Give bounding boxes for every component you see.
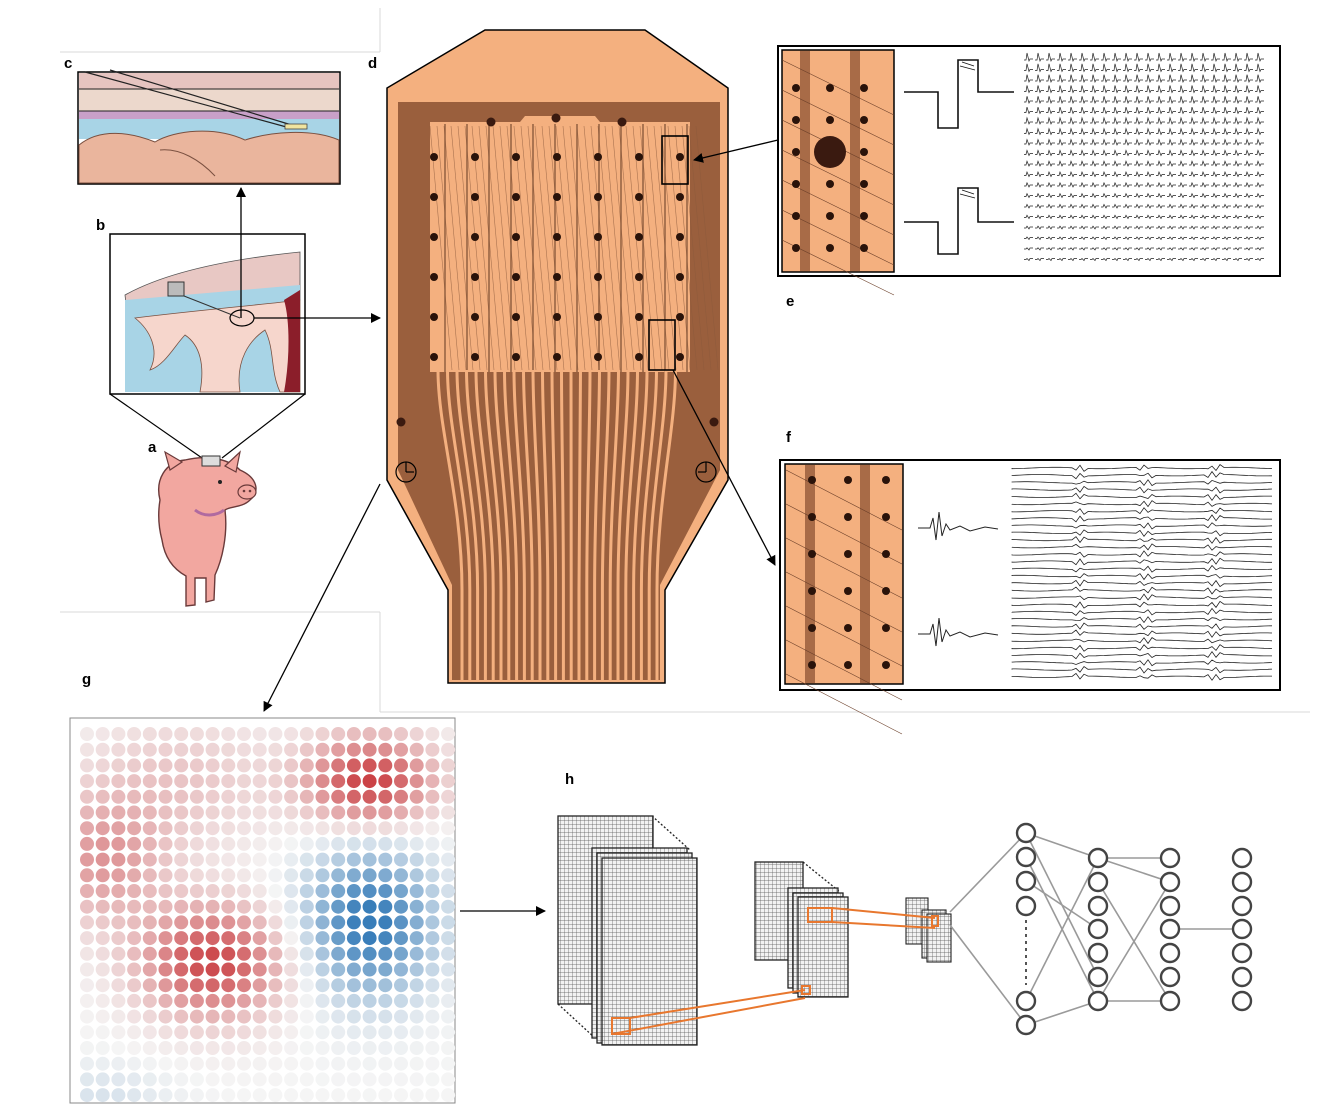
arrow-d-to-e (693, 139, 779, 163)
panel-h-cnn (557, 815, 1253, 1046)
conv-layer-2 (754, 861, 849, 998)
panel-label-g: g (82, 671, 92, 688)
dense-connections (949, 832, 1242, 1026)
panel-f-spontaneous-activity (779, 459, 1281, 735)
array-traces (436, 369, 677, 680)
figure-border-lines (60, 8, 1310, 713)
pig-icon (157, 450, 257, 607)
waveform-icon (918, 511, 999, 647)
neural-net-icon (1015, 822, 1253, 1036)
panel-label-d: d (368, 55, 378, 72)
panel-label-f: f (786, 429, 791, 446)
panel-b-brain-block (109, 233, 306, 395)
array-electrodes (430, 153, 684, 361)
panel-c-cross-section (77, 69, 341, 185)
panel-g-heatmap (69, 717, 456, 1104)
panel-label-a: a (148, 439, 157, 456)
arrow-d-to-g (263, 483, 381, 712)
panel-label-b: b (96, 217, 106, 234)
receptive-field-lines (611, 907, 939, 1035)
panel-label-c: c (64, 55, 73, 72)
panel-label-h: h (565, 771, 575, 788)
panel-b-zoom-lines (109, 393, 306, 459)
arrow-d-to-f (672, 369, 776, 566)
conv-layer-3 (905, 897, 952, 963)
array-hatching (429, 124, 719, 372)
panel-e-evoked-responses (777, 45, 1281, 296)
panel-label-e: e (786, 293, 795, 310)
panel-d-electrode-array (386, 29, 729, 684)
waveform-icon (904, 59, 1014, 255)
